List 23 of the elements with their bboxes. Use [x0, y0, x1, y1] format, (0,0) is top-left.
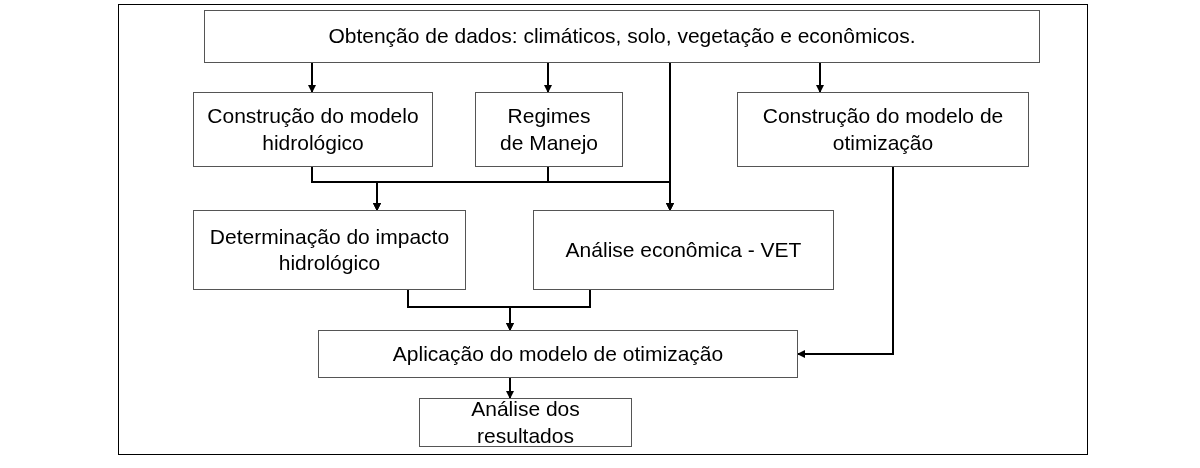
process-box	[475, 92, 623, 167]
process-box	[419, 398, 632, 447]
arrow	[816, 62, 824, 93]
process-box	[204, 10, 1040, 63]
arrow	[797, 166, 894, 358]
arrow	[506, 289, 591, 331]
box-label: Regimes de Manejo	[498, 103, 600, 156]
box-label: Determinação do impacto hidrológico	[208, 223, 451, 276]
process-box	[318, 330, 798, 378]
process-box	[737, 92, 1029, 167]
arrow	[506, 377, 514, 399]
process-box	[193, 92, 433, 167]
arrow	[544, 62, 552, 93]
box-label: Construção do modelo de otimização	[761, 103, 1005, 156]
arrow	[547, 166, 674, 211]
arrow	[308, 62, 316, 93]
box-label: Análise dos resultados	[470, 396, 581, 449]
box-label: Aplicação do modelo de otimização	[392, 340, 724, 367]
process-box	[533, 210, 834, 290]
box-label: Construção do modelo hidrológico	[206, 103, 420, 156]
box-label: Análise econômica - VET	[565, 236, 802, 263]
process-box	[193, 210, 466, 290]
box-label: Obtenção de dados: climáticos, solo, vegetação e econômicos.	[328, 23, 916, 50]
